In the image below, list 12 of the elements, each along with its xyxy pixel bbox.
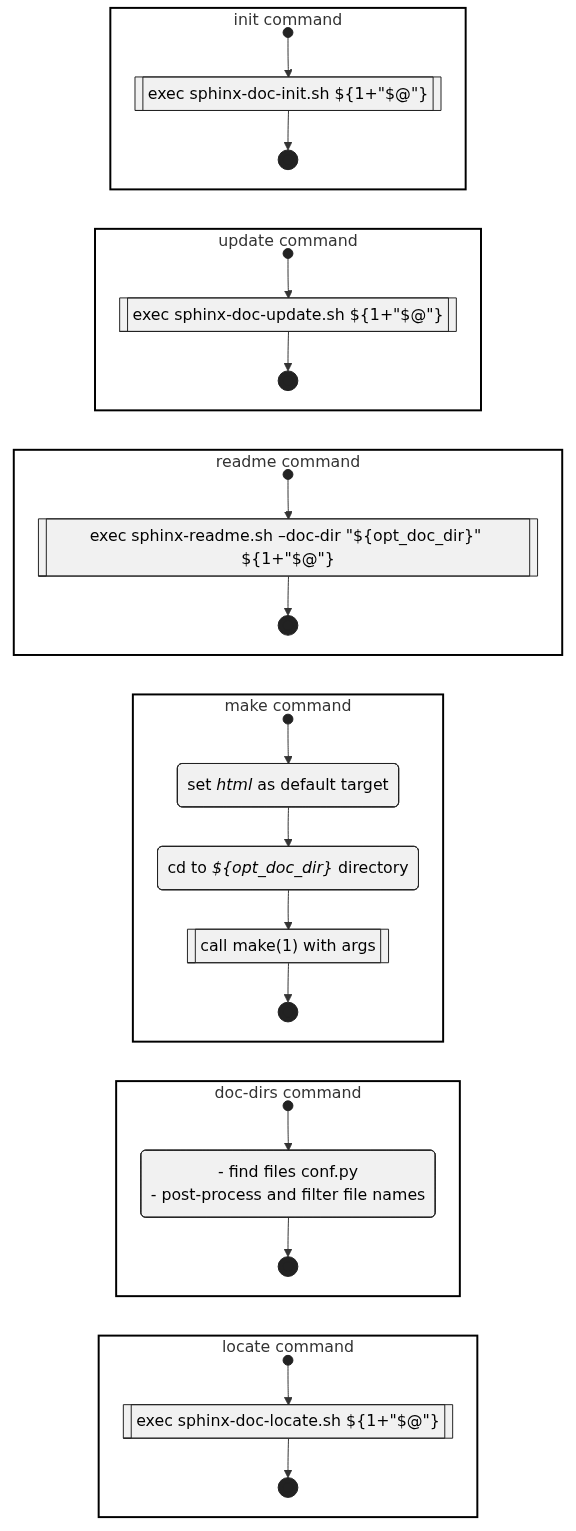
node-circle: [282, 1100, 294, 1112]
node-circle: [282, 248, 294, 259]
node-circle: [282, 469, 294, 480]
node-bullseye: [277, 1256, 299, 1277]
node-bullseye: [277, 370, 299, 392]
node-bullseye: [277, 149, 299, 171]
node-circle: [282, 713, 294, 725]
node-bullseye: [277, 615, 299, 636]
node-circle: [282, 1354, 294, 1366]
node-bullseye: [277, 1477, 299, 1498]
node-bullseye: [277, 1001, 299, 1023]
node-circle: [282, 27, 294, 38]
